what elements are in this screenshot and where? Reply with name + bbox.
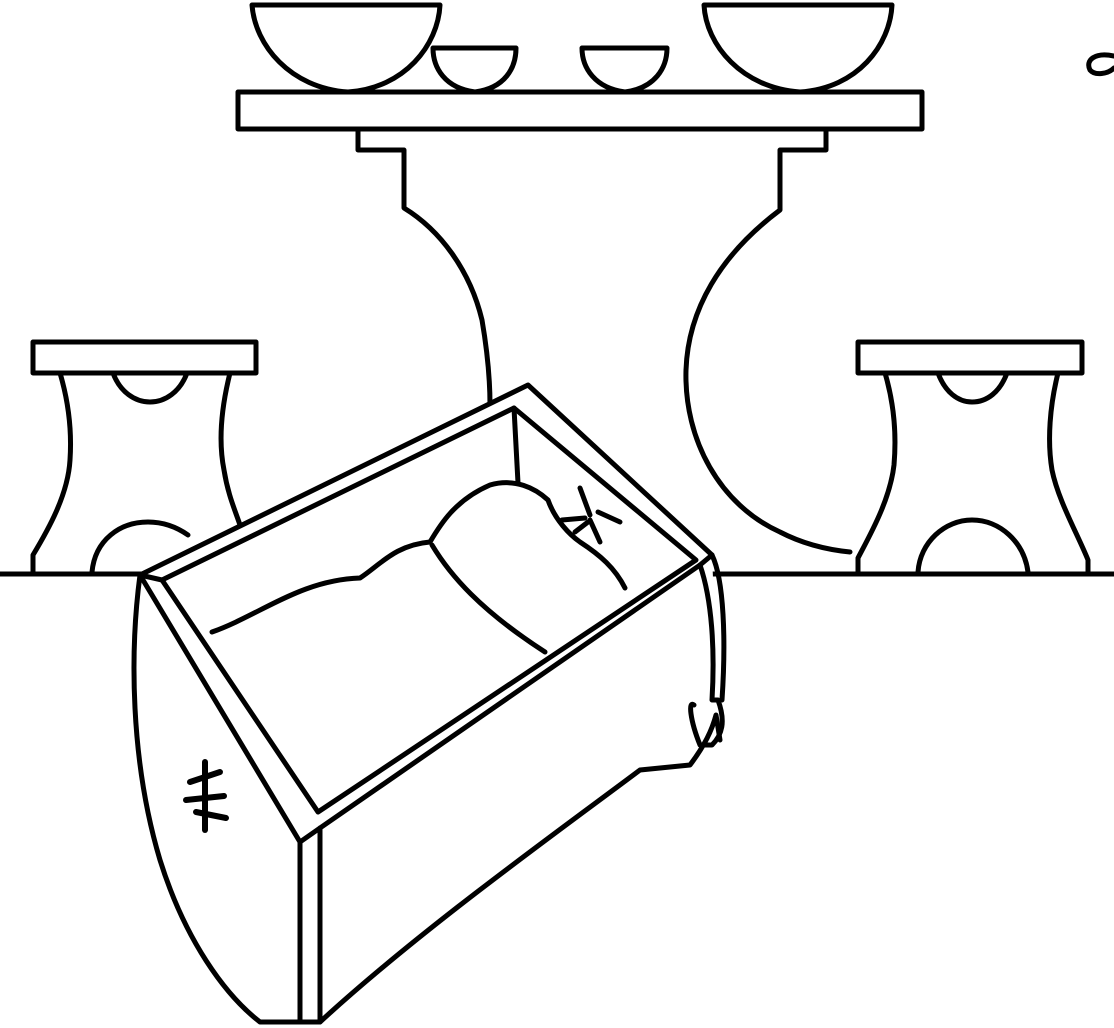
stool-arch — [89, 519, 191, 575]
stool-body — [855, 370, 898, 575]
box-front-bottom — [317, 712, 723, 1025]
small-cup-left — [430, 45, 519, 95]
stool-arch — [915, 517, 1031, 575]
box-front-face — [297, 825, 323, 1025]
stool-seat — [30, 339, 259, 376]
stool-body-right — [218, 370, 243, 528]
star-mark — [183, 759, 229, 833]
box-contents — [427, 480, 628, 591]
small-cup-right — [579, 45, 670, 95]
box-side-rim — [137, 572, 165, 583]
corner-curl-mark — [1086, 52, 1114, 77]
table — [235, 89, 925, 555]
table-top — [235, 89, 925, 132]
large-bowl-left — [249, 2, 443, 95]
open-box — [130, 382, 727, 1025]
box-side-right — [688, 562, 725, 748]
stool-body — [30, 370, 73, 575]
box-fill — [130, 385, 720, 1022]
stool-left — [30, 339, 259, 575]
box-rim-inner — [159, 405, 699, 815]
box-contents-fold — [429, 542, 548, 655]
box-inner-back — [209, 539, 433, 635]
sparkle-mark — [559, 485, 623, 545]
box-end-cap — [709, 552, 727, 703]
stool-seat — [855, 339, 1085, 376]
table-apron — [355, 126, 493, 408]
tabletop-dishes — [249, 2, 895, 95]
stool-right — [855, 339, 1091, 575]
box-back-edge — [511, 405, 521, 486]
stool-notch — [935, 370, 1010, 405]
stool-notch — [110, 370, 190, 405]
stool-body-right — [1047, 370, 1091, 575]
large-bowl-right — [701, 2, 895, 95]
box-side-left — [131, 572, 303, 1025]
table-apron-right — [683, 126, 853, 555]
